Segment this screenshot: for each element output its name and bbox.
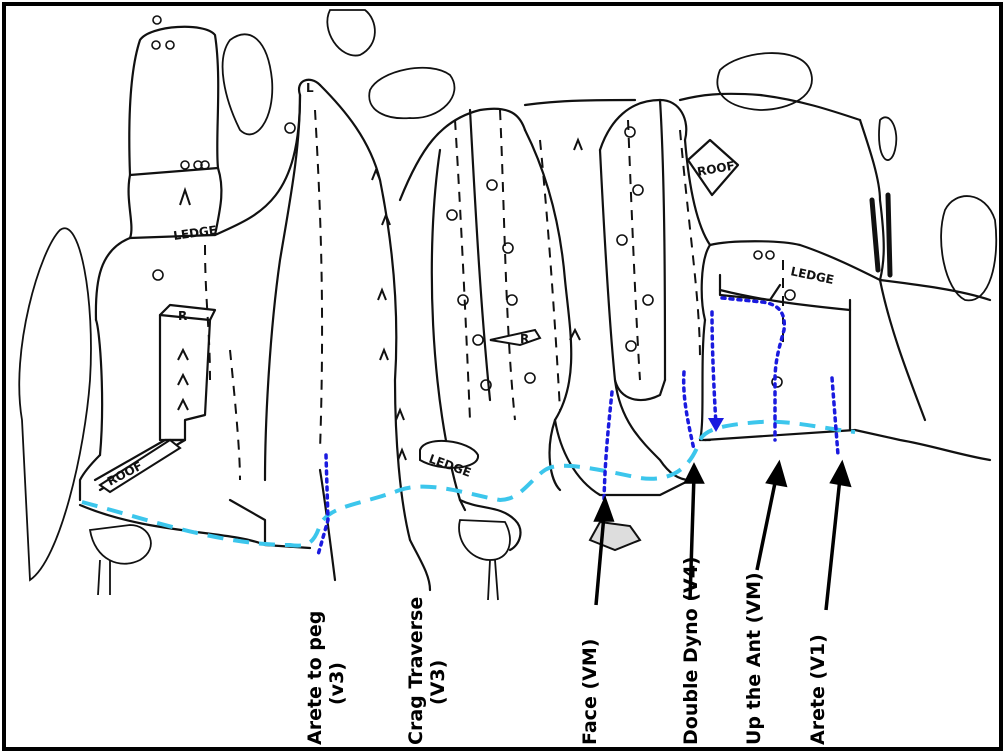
route-label-up-the-ant: Up the Ant (VM) <box>743 572 765 745</box>
frame-border <box>4 4 1001 749</box>
l-label-1: L <box>306 81 314 95</box>
route-label-double-dyno-name: Double Dyno (V4) <box>680 556 702 745</box>
route-label-face: Face (VM) <box>579 639 601 745</box>
ledge-label-1: LEDGE <box>172 223 217 243</box>
route-label-double-dyno: Double Dyno (V4) <box>680 556 702 745</box>
rock-sketch <box>80 27 990 590</box>
route-label-crag-traverse-name: Crag Traverse <box>405 597 427 745</box>
route-label-arete-name: Arete (V1) <box>807 634 829 745</box>
route-label-arete-to-peg-grade: (v3) <box>326 611 348 745</box>
r-label-1: R <box>178 309 187 323</box>
route-label-crag-traverse: Crag Traverse (V3) <box>405 597 449 745</box>
route-arrows <box>178 140 582 460</box>
route-label-arete-to-peg-name: Arete to peg <box>304 611 326 745</box>
route-label-up-the-ant-name: Up the Ant (VM) <box>743 572 765 745</box>
route-label-face-name: Face (VM) <box>579 639 601 745</box>
route-label-arete: Arete (V1) <box>807 634 829 745</box>
boulder-sketch <box>590 522 640 550</box>
crag-traverse-line <box>82 422 855 546</box>
ledge-shapes <box>100 330 540 492</box>
ledge-label-3: LEDGE <box>789 264 835 287</box>
route-label-crag-traverse-grade: (V3) <box>427 597 449 745</box>
r-label-2: R <box>520 332 529 346</box>
route-label-arete-to-peg: Arete to peg (v3) <box>304 611 348 745</box>
